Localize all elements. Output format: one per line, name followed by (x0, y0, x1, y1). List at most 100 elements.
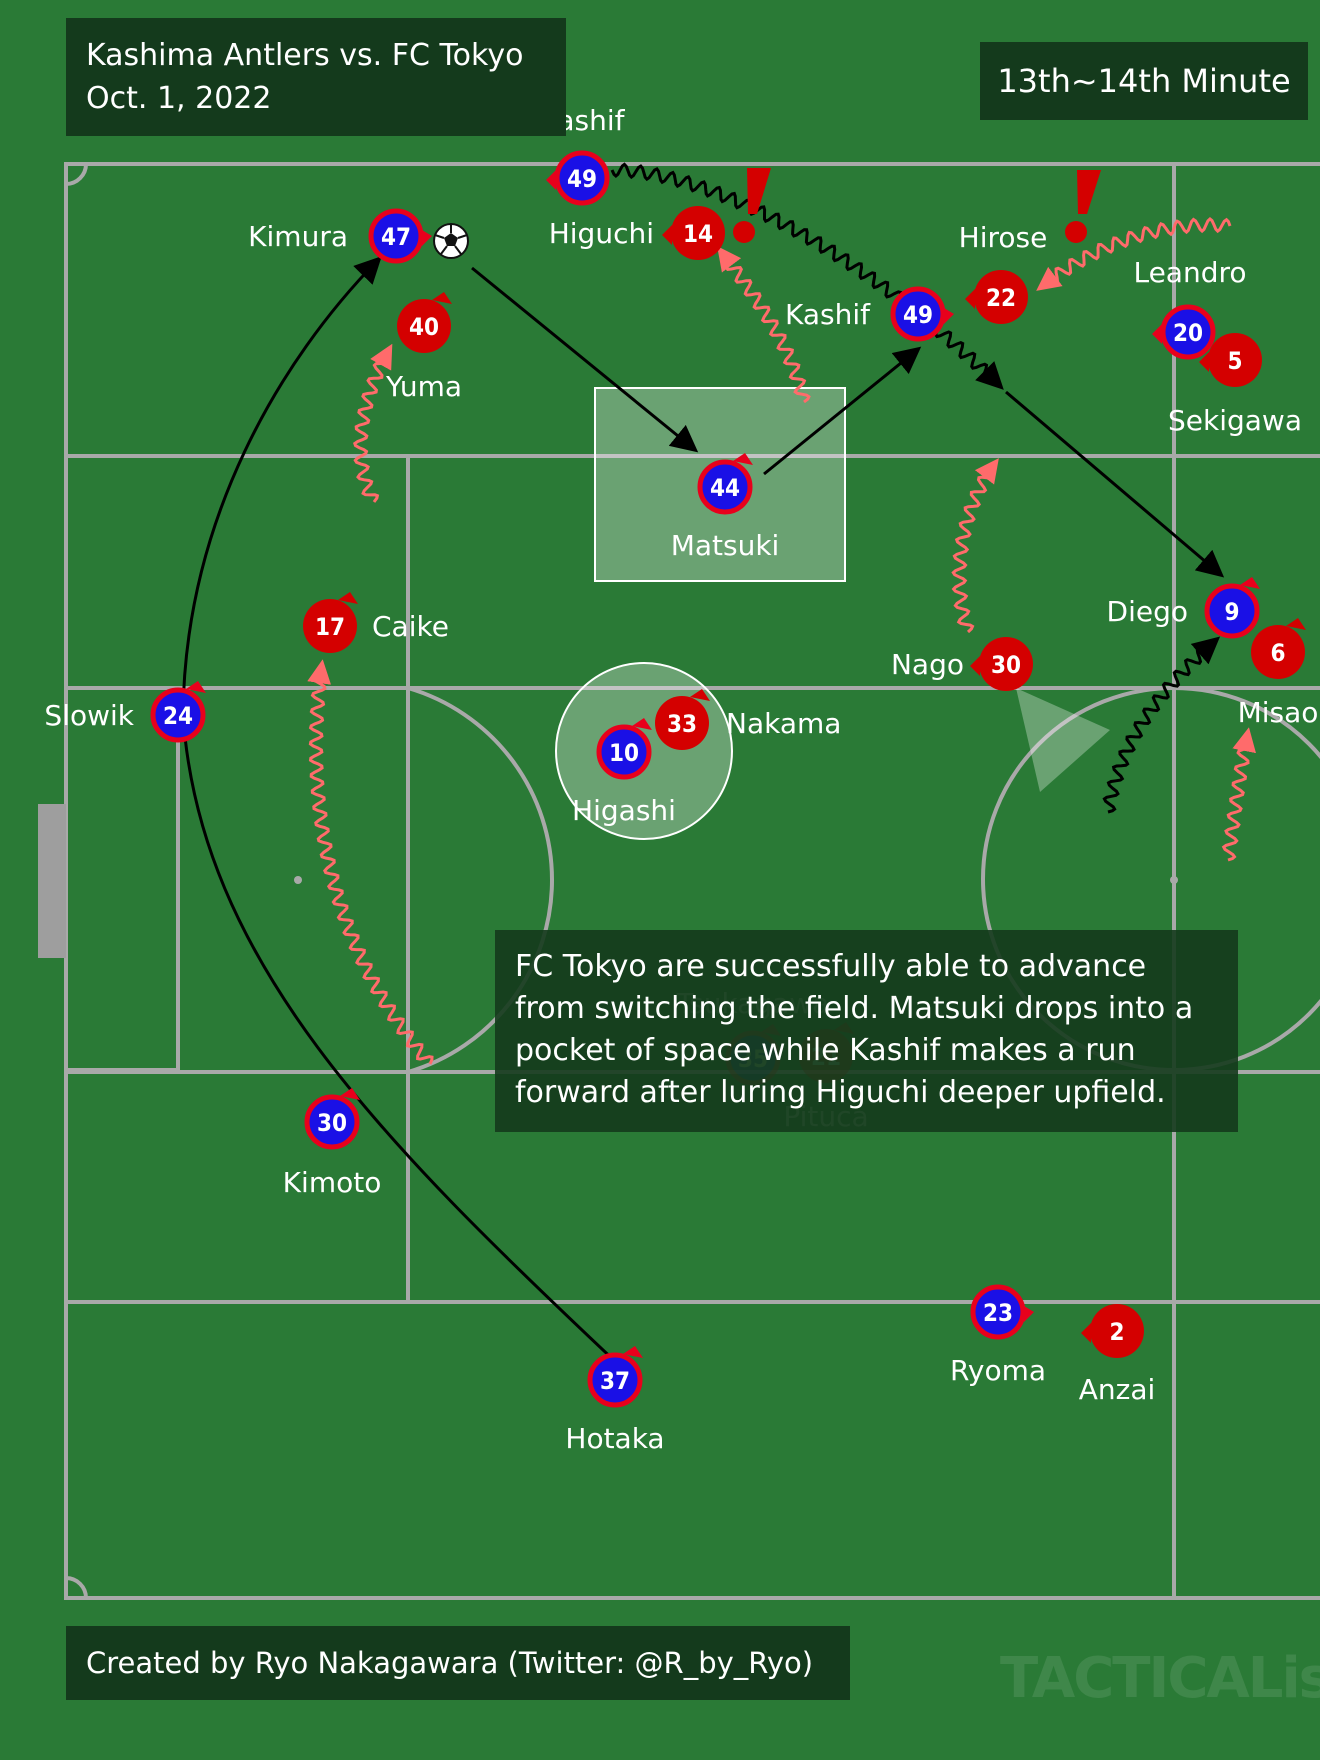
player-token (655, 696, 709, 750)
player-name: Anzai (1079, 1373, 1156, 1406)
direction-marker (1199, 352, 1209, 372)
corner-arc-top (65, 163, 88, 186)
player-name: Nago (891, 648, 964, 681)
player-diego: 9 Diego (1107, 577, 1260, 639)
annotation-note: FC Tokyo are successfully able to advanc… (495, 930, 1238, 1132)
kashif-run-arrow (610, 162, 1004, 390)
player-name: Kimoto (283, 1166, 382, 1199)
player-number: 5 (1227, 347, 1242, 375)
player-name: Yuma (385, 370, 462, 403)
player-token (974, 270, 1028, 324)
player-name: Caike (372, 610, 449, 643)
player-name: Kimura (248, 220, 348, 253)
caike-run-arrow (307, 659, 434, 1065)
player-token (1090, 1304, 1144, 1358)
player-name: Misao (1238, 696, 1319, 729)
higuchi-run-arrow (717, 246, 811, 404)
match-date: Oct. 1, 2022 (86, 81, 272, 116)
player-number: 23 (983, 1299, 1013, 1327)
player-number: 30 (317, 1109, 347, 1137)
player-leandro: 20 Leandro (1133, 256, 1247, 360)
hirose-run-arrow (1036, 217, 1232, 291)
penalty-arc (407, 686, 554, 1074)
direction-marker (1024, 1306, 1034, 1322)
player-name: Leandro (1133, 256, 1246, 289)
player-number: 20 (1173, 319, 1203, 347)
player-number: 49 (903, 301, 933, 329)
minute-label: 13th~14th Minute (980, 42, 1308, 120)
credit-line: Created by Ryo Nakagawara (Twitter: @R_b… (66, 1626, 850, 1700)
direction-marker (733, 453, 753, 465)
player-number: 47 (381, 223, 411, 251)
player-name: Higashi (572, 794, 676, 827)
player-token (596, 724, 652, 780)
direction-marker (338, 592, 358, 604)
direction-marker (944, 308, 954, 324)
player-name: Sekigawa (1168, 404, 1302, 437)
player-number: 40 (409, 313, 439, 341)
direction-marker (340, 1088, 360, 1100)
pitch-lines (64, 162, 1320, 1600)
player-token (979, 637, 1033, 691)
player-token (368, 208, 424, 264)
player-token (303, 599, 357, 653)
penalty-spot (294, 876, 302, 884)
player-number: 24 (163, 702, 193, 730)
player-slowik: 24 Slowik (44, 681, 206, 743)
player-token (890, 286, 946, 342)
player-token (697, 459, 753, 515)
match-title-box: Kashima Antlers vs. FC Tokyo Oct. 1, 202… (66, 18, 566, 136)
direction-marker (1240, 577, 1260, 589)
goal-area (64, 686, 180, 1072)
direction-marker (1152, 324, 1162, 344)
player-number: 14 (683, 220, 713, 248)
pass-arrow-to-matsuki (471, 266, 699, 453)
exclamation-icon (733, 168, 771, 243)
player-token (587, 1352, 643, 1408)
player-name: Slowik (44, 699, 134, 732)
pass-arrows (181, 256, 1225, 1368)
player-token (1251, 625, 1305, 679)
player-name: Matsuki (671, 529, 780, 562)
player-token (1208, 333, 1262, 387)
direction-marker (432, 292, 452, 304)
direction-marker (422, 230, 432, 246)
player-number: 30 (991, 651, 1021, 679)
player-number: 2 (1109, 1318, 1124, 1346)
player-name: Hotaka (565, 1422, 664, 1455)
player-token (1160, 304, 1216, 360)
run-arrows (307, 162, 1257, 1065)
player-token (1204, 583, 1260, 639)
nago-run-arrow (951, 458, 999, 634)
watermark-logo: TACTICALista (1000, 1646, 1320, 1711)
soccer-ball-icon (433, 223, 469, 259)
pass-arrow-to-diego (1005, 390, 1225, 578)
player-name: Diego (1107, 595, 1188, 628)
corner-arc-bottom (65, 1576, 88, 1599)
misao-run-arrow (1221, 727, 1257, 862)
player-number: 9 (1224, 598, 1239, 626)
player-number: 44 (710, 474, 740, 502)
player-name: Nakama (726, 707, 841, 740)
player-number: 49 (567, 165, 597, 193)
diego-run-arrow (1102, 636, 1221, 814)
player-name: Hirose (959, 221, 1048, 254)
pass-arrow-long (181, 256, 622, 1368)
player-token (150, 687, 206, 743)
player-nago: 30 Nago (891, 637, 1033, 691)
player-kimura: 47 Kimura (248, 208, 432, 264)
direction-marker (970, 656, 980, 676)
